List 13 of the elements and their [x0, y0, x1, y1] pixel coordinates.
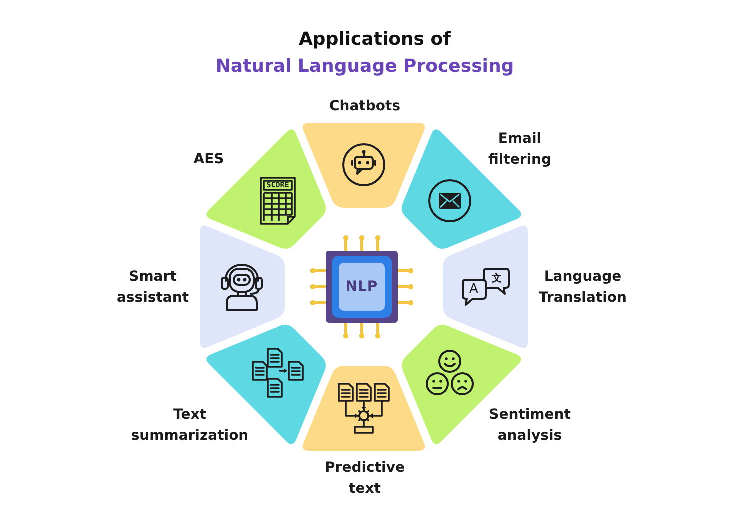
segment-label: Text summarization — [131, 406, 249, 446]
bubble-glyph: 文 — [492, 274, 502, 284]
segment-label: Smart assistant — [116, 268, 190, 308]
segment-label: Email filtering — [488, 130, 552, 170]
chip-label: NLP — [346, 279, 378, 295]
diagram-title: Applications of — [299, 28, 451, 52]
segment-label: AES — [194, 150, 224, 170]
bubble-letter: A — [470, 283, 478, 297]
segment-label: Predictive text — [325, 459, 405, 499]
subtitle: Natural Language Processing — [216, 55, 514, 79]
segment-label: Sentiment analysis — [489, 406, 571, 446]
segment-label: Chatbots — [329, 98, 401, 116]
segment-label: Language Translation — [539, 268, 627, 308]
